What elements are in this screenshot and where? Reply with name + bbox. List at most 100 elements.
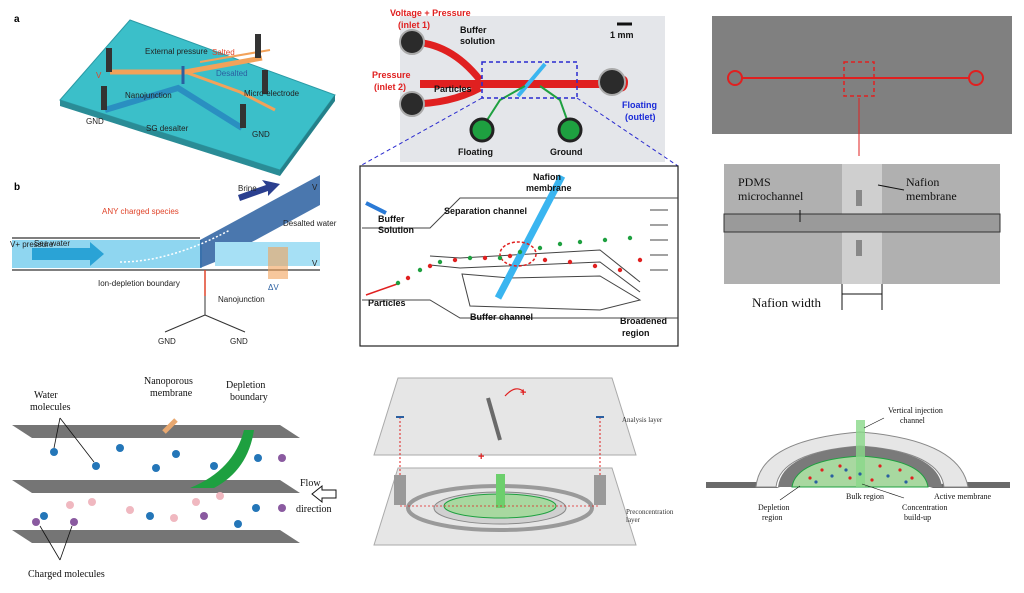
microchannel-zoom [723, 213, 1001, 233]
label-vplus-pressure: V+ pressure [10, 240, 54, 249]
injection-channel [856, 420, 865, 487]
label-salted: Salted [212, 48, 235, 57]
label-boundary: boundary [230, 392, 268, 403]
label-nanojunction-a: Nanojunction [125, 91, 172, 100]
sea-water-arrow [32, 242, 104, 266]
depletion-wedge [190, 430, 254, 488]
label-buffer-sch: Buffer [378, 214, 405, 224]
delta-v-box [268, 247, 288, 279]
label-microelectrode: Micro-electrode [244, 89, 300, 98]
particle-arrow [365, 282, 401, 296]
dome-outer [755, 431, 969, 488]
nafion-mark-top [856, 190, 862, 206]
label-sg-desalter: SG desalter [146, 124, 189, 133]
desalted-channel [184, 70, 276, 112]
separation-wall-top [429, 249, 641, 283]
outlet-port [598, 68, 626, 96]
label-analysis-layer: Analysis layer [622, 416, 663, 424]
label-nafion-sch: Nafion [533, 172, 561, 182]
label-v-a: V [96, 71, 102, 80]
outer-wall-top [362, 197, 678, 229]
charged-pink [66, 492, 224, 522]
label-buffer-channel: Buffer channel [470, 312, 533, 322]
label-layer: layer [626, 516, 641, 524]
charged-pointer-2 [59, 525, 73, 561]
depletion-pointer [779, 485, 801, 501]
post-right [594, 475, 606, 505]
label-gnd-b2: GND [230, 337, 248, 346]
chip-port-right [968, 70, 984, 86]
label-pdms: PDMS [738, 175, 771, 189]
label-nafion-width: Nafion width [752, 295, 821, 310]
label-1mm: 1 mm [610, 30, 634, 40]
label-np-membrane: membrane [150, 388, 193, 399]
nafion-strip [516, 62, 547, 98]
gnd-wire-right [204, 314, 246, 333]
charged-purple [32, 454, 286, 526]
label-vertical-injection: Vertical injection [888, 406, 943, 415]
nafion-membrane [494, 174, 566, 300]
water-molecules [40, 444, 262, 528]
label-ion-depletion: Ion-depletion boundary [98, 279, 180, 288]
label-brine: Brine [238, 184, 257, 193]
separation-wall-bottom [429, 261, 641, 293]
post-left [394, 475, 406, 505]
chip-side [280, 95, 335, 176]
label-sea-water: Sea water [34, 239, 70, 248]
dome-panel: Vertical injection channel Bulk region A… [706, 406, 1010, 522]
label-gnd-b1: GND [158, 337, 176, 346]
water-pointer-1 [53, 417, 61, 449]
dome-red-dots [808, 464, 914, 482]
label-any-charged: ANY charged species [102, 207, 179, 216]
label-direction: direction [296, 504, 332, 515]
depletion-panel: Nanoporous membrane Depletion boundary W… [12, 376, 337, 580]
label-inlet1: (inlet 1) [398, 20, 430, 30]
label-water: Water [34, 390, 58, 401]
label-channel-dome: channel [900, 416, 926, 425]
analysis-layer [373, 377, 637, 456]
label-bulk-region: Bulk region [846, 492, 884, 501]
focus-ellipse [499, 241, 537, 267]
ground-port [557, 117, 583, 143]
green-particles [395, 235, 633, 286]
label-membrane-chip: membrane [906, 189, 957, 203]
outer-wall-bottom [362, 299, 678, 319]
label-depletion: Depletion [226, 380, 265, 391]
label-particles-photo: Particles [434, 84, 472, 94]
panel-a-letter: a [14, 14, 20, 25]
label-active-membrane: Active membrane [934, 492, 992, 501]
plate-middle [12, 480, 300, 493]
injection-pointer [863, 417, 885, 429]
dome-blue-dots [814, 468, 908, 484]
zoom-box [481, 61, 578, 99]
label-region-dome: region [762, 513, 782, 522]
desalted-region [215, 242, 320, 266]
label-depletion-dome: Depletion [758, 503, 790, 512]
brine-arrow [238, 180, 280, 201]
depletion-boundary-path [119, 229, 231, 263]
green-channel-left [481, 85, 526, 129]
label-membrane-sch: membrane [526, 183, 572, 193]
label-v-b2: V [312, 259, 318, 268]
label-molecules: molecules [30, 402, 71, 413]
photo-panel: Voltage + Pressure (inlet 1) Buffer solu… [359, 8, 679, 167]
zoom-line-right [576, 97, 679, 167]
label-microchannel: microchannel [738, 189, 804, 203]
plus-bottom: + [478, 451, 484, 463]
electrode-1 [106, 48, 112, 72]
inlet2-port [399, 91, 425, 117]
label-v-b1: V [312, 183, 318, 192]
label-desalted-water: Desalted water [283, 219, 337, 228]
inlet1-port [399, 29, 425, 55]
zoom-line-left [359, 97, 483, 167]
label-inlet2: (inlet 2) [374, 82, 406, 92]
label-build-up: build-up [904, 513, 931, 522]
layers-panel: + + Analysis layer Preconcentration laye… [373, 377, 674, 546]
label-gnd-a1: GND [86, 117, 104, 126]
chip-zoom-box [843, 61, 875, 97]
plate-bottom [12, 530, 300, 543]
gnd-wire-left [164, 296, 206, 333]
electrode-5 [240, 104, 246, 128]
nafion-pointer [877, 184, 905, 191]
label-nanojunction-b: Nanojunction [218, 295, 265, 304]
